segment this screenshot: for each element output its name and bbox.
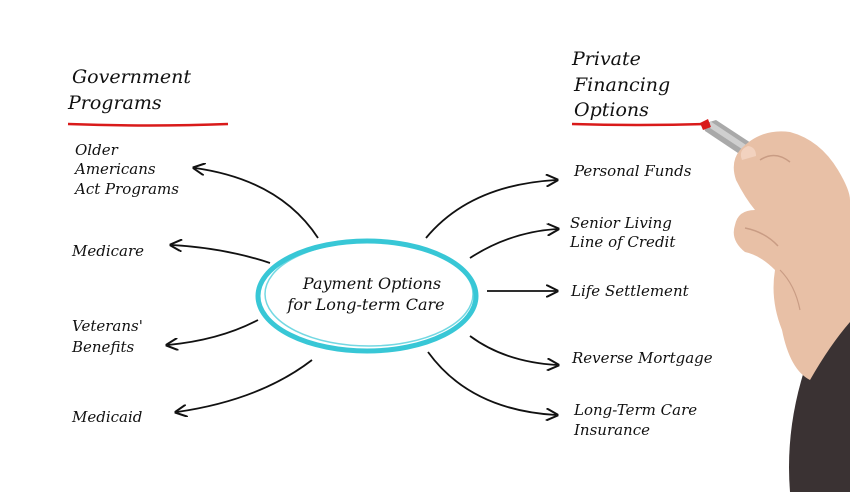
left-item-veterans-line2: Benefits bbox=[71, 338, 134, 356]
right-item-senior-living-line2: Line of Credit bbox=[569, 233, 676, 251]
left-item-medicare: Medicare bbox=[71, 242, 144, 260]
left-heading-line1: Government bbox=[72, 66, 191, 88]
arrow-veterans-benefits bbox=[168, 319, 259, 345]
left-item-older-americans-line2: Americans bbox=[73, 160, 156, 178]
right-heading-line2: Financing bbox=[573, 74, 670, 96]
right-heading-underline bbox=[571, 122, 707, 127]
hand-with-marker bbox=[700, 119, 850, 492]
right-heading-line3: Options bbox=[574, 99, 649, 121]
right-item-personal-funds: Personal Funds bbox=[573, 162, 692, 180]
left-arrows bbox=[168, 168, 319, 412]
left-item-medicaid: Medicaid bbox=[71, 408, 142, 426]
left-item-older-americans-line3: Act Programs bbox=[73, 180, 179, 198]
left-items: Older Americans Act Programs Medicare Ve… bbox=[71, 141, 179, 426]
right-item-reverse-mortgage: Reverse Mortgage bbox=[571, 349, 713, 367]
arrow-senior-living bbox=[469, 229, 557, 259]
right-item-long-term-care-line2: Insurance bbox=[573, 421, 650, 439]
center-node: Payment Options for Long-term Care bbox=[255, 238, 479, 354]
right-item-life-settlement: Life Settlement bbox=[570, 282, 690, 300]
left-item-older-americans-line1: Older bbox=[75, 141, 119, 159]
left-heading-underline bbox=[67, 122, 229, 127]
right-heading-line1: Private bbox=[571, 48, 641, 70]
arrow-medicare bbox=[172, 245, 271, 264]
left-heading-line2: Programs bbox=[67, 92, 162, 114]
right-arrows bbox=[425, 180, 557, 415]
right-items: Personal Funds Senior Living Line of Cre… bbox=[569, 162, 713, 439]
center-ellipse-trace bbox=[264, 241, 474, 347]
arrow-older-americans bbox=[195, 168, 319, 239]
sleeve bbox=[789, 318, 850, 492]
arrow-long-term-care bbox=[427, 351, 556, 415]
arrow-reverse-mortgage bbox=[469, 335, 557, 365]
left-heading: Government Programs bbox=[67, 66, 229, 127]
right-item-senior-living-line1: Senior Living bbox=[570, 214, 672, 232]
center-title-line1: Payment Options bbox=[302, 274, 441, 293]
center-title-line2: for Long-term Care bbox=[286, 295, 444, 314]
right-heading: Private Financing Options bbox=[571, 48, 707, 127]
hand bbox=[733, 131, 850, 380]
arrow-medicaid bbox=[177, 359, 313, 412]
left-item-veterans-line1: Veterans' bbox=[72, 317, 143, 335]
right-item-long-term-care-line1: Long-Term Care bbox=[573, 401, 697, 419]
center-ellipse bbox=[255, 238, 479, 354]
arrow-personal-funds bbox=[425, 180, 556, 239]
